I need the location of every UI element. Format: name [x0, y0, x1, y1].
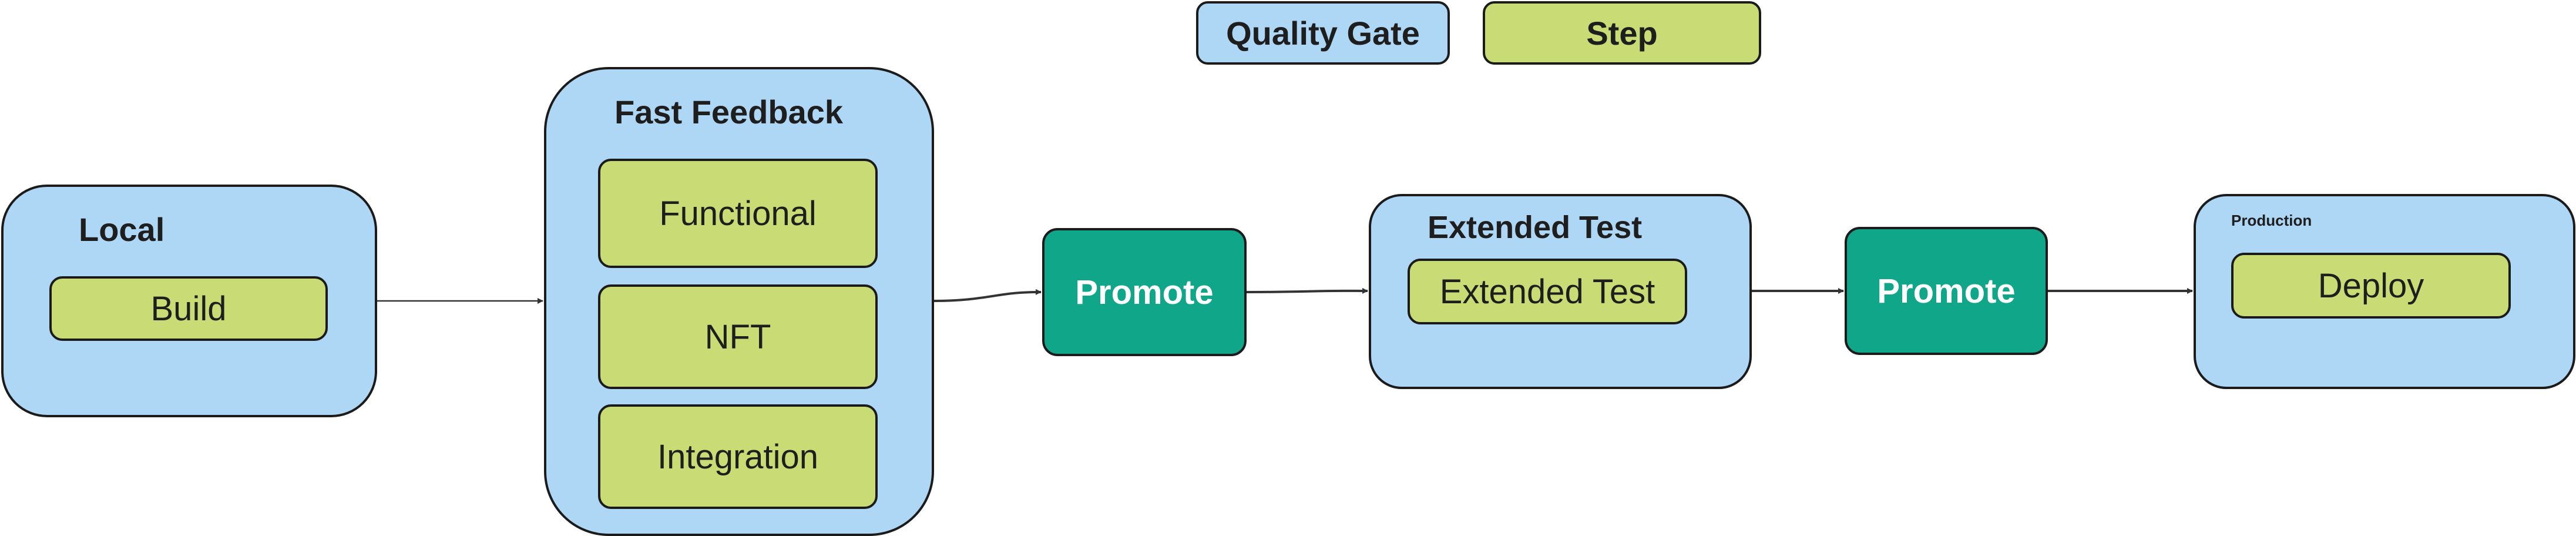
step-deploy-label: Deploy [2318, 266, 2424, 305]
connector-fast-feedback-to-promote-1 [933, 289, 1042, 302]
connector-promote-1-to-extended-test [1246, 287, 1368, 294]
promote-gate-1-label: Promote [1075, 273, 1214, 311]
promote-gate-1: Promote [1042, 228, 1247, 356]
promote-gate-2-label: Promote [1877, 272, 2016, 310]
step-integration: Integration [598, 404, 878, 509]
stage-production: Production [2194, 194, 2575, 389]
legend-quality-gate: Quality Gate [1196, 1, 1450, 65]
step-nft: NFT [598, 284, 878, 389]
step-build-label: Build [150, 289, 227, 328]
step-functional: Functional [598, 159, 878, 268]
stage-local-title: Local [79, 211, 165, 248]
stage-production-title: Production [2231, 212, 2312, 229]
legend-step-label: Step [1586, 14, 1658, 52]
step-integration-label: Integration [657, 437, 819, 476]
step-nft-label: NFT [704, 317, 771, 356]
promote-gate-2: Promote [1845, 227, 2048, 355]
step-build: Build [49, 276, 328, 341]
stage-fast-feedback-title: Fast Feedback [614, 93, 844, 130]
stage-extended-test-title: Extended Test [1428, 210, 1643, 245]
step-functional-label: Functional [659, 194, 817, 233]
step-deploy: Deploy [2231, 253, 2511, 319]
step-extended-test: Extended Test [1408, 259, 1687, 324]
legend-quality-gate-label: Quality Gate [1226, 14, 1420, 52]
legend-step: Step [1483, 1, 1761, 65]
step-extended-test-label: Extended Test [1439, 272, 1655, 311]
